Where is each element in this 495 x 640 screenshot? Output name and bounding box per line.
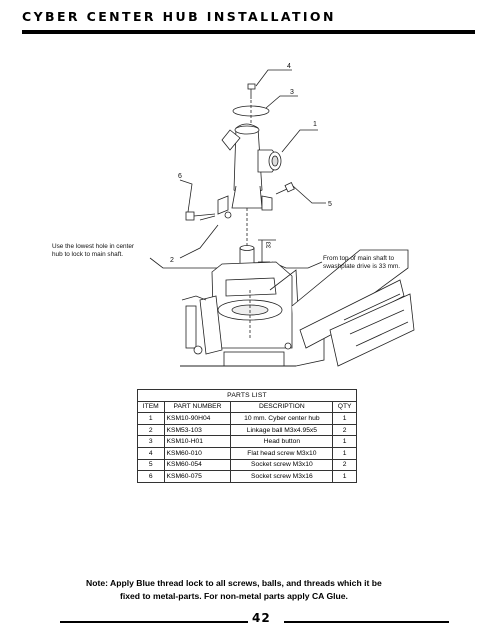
callout-2: 2: [170, 257, 174, 264]
part-number-cell: KSM53-103: [163, 423, 232, 437]
part-number-cell: KSM10-90H04: [163, 412, 232, 425]
footer-rule-right: [284, 621, 449, 623]
callout-6: 6: [178, 173, 182, 180]
shaft-height-note-line1: From top of main shaft to: [323, 255, 395, 262]
description-cell: Flat head screw M3x10: [230, 446, 334, 460]
description-cell: Socket screw M3x16: [230, 470, 334, 483]
header-item: ITEM: [137, 400, 165, 414]
parts-list-caption: PARTS LIST: [137, 389, 357, 402]
footer-rule-left: [60, 621, 248, 623]
note-line2: fixed to metal-parts. For non-metal part…: [120, 591, 348, 601]
lowest-hole-note-line1: Use the lowest hole in center: [52, 243, 135, 250]
item-cell: 5: [137, 458, 165, 472]
description-cell: Socket screw M3x10: [230, 458, 334, 472]
item-cell: 4: [137, 446, 165, 460]
qty-cell: 2: [332, 458, 357, 472]
note-line1: Note: Apply Blue thread lock to all scre…: [86, 578, 382, 588]
table-row: 6 KSM60-075 Socket screw M3x16 1: [137, 470, 357, 483]
title-rule: [22, 30, 475, 34]
part-number-cell: KSM10-H01: [163, 435, 232, 448]
callout-4: 4: [287, 63, 291, 70]
dimension-label: 33: [266, 241, 273, 249]
parts-list-header-row: ITEM PART NUMBER DESCRIPTION QTY: [137, 400, 357, 414]
header-part-number: PART NUMBER: [163, 400, 232, 414]
thread-lock-note: Note: Apply Blue thread lock to all scre…: [86, 577, 382, 603]
item-cell: 6: [137, 470, 165, 483]
qty-cell: 1: [332, 470, 357, 483]
table-row: 2 KSM53-103 Linkage ball M3x4.95x5 2: [137, 423, 357, 437]
table-row: 4 KSM60-010 Flat head screw M3x10 1: [137, 446, 357, 460]
part-number-cell: KSM60-075: [163, 470, 232, 483]
parts-list-table: PARTS LIST ITEM PART NUMBER DESCRIPTION …: [137, 389, 357, 483]
shaft-height-note: From top of main shaft to swashplate dri…: [323, 255, 400, 270]
description-cell: Head button: [230, 435, 334, 448]
item-cell: 1: [137, 412, 165, 425]
description-cell: Linkage ball M3x4.95x5: [230, 423, 334, 437]
table-row: 3 KSM10-H01 Head button 1: [137, 435, 357, 448]
qty-cell: 2: [332, 423, 357, 437]
shaft-height-note-line2: swashplate drive is 33 mm.: [323, 262, 401, 270]
header-qty: QTY: [332, 400, 357, 414]
description-cell: 10 mm. Cyber center hub: [230, 412, 334, 425]
item-cell: 2: [137, 423, 165, 437]
qty-cell: 1: [332, 435, 357, 448]
qty-cell: 1: [332, 446, 357, 460]
callout-3: 3: [290, 89, 294, 96]
callout-1: 1: [313, 121, 317, 128]
lowest-hole-note-line2: hub to lock to main shaft.: [52, 250, 124, 258]
table-row: 5 KSM60-054 Socket screw M3x10 2: [137, 458, 357, 472]
table-row: 1 KSM10-90H04 10 mm. Cyber center hub 1: [137, 412, 357, 425]
page-number: 42: [252, 611, 271, 625]
callout-5: 5: [328, 201, 332, 208]
item-cell: 3: [137, 435, 165, 448]
lowest-hole-note: Use the lowest hole in center hub to loc…: [52, 243, 134, 258]
part-number-cell: KSM60-054: [163, 458, 232, 472]
qty-cell: 1: [332, 412, 357, 425]
header-description: DESCRIPTION: [230, 400, 334, 414]
page-title: CYBER CENTER HUB INSTALLATION: [22, 9, 336, 24]
part-number-cell: KSM60-010: [163, 446, 232, 460]
